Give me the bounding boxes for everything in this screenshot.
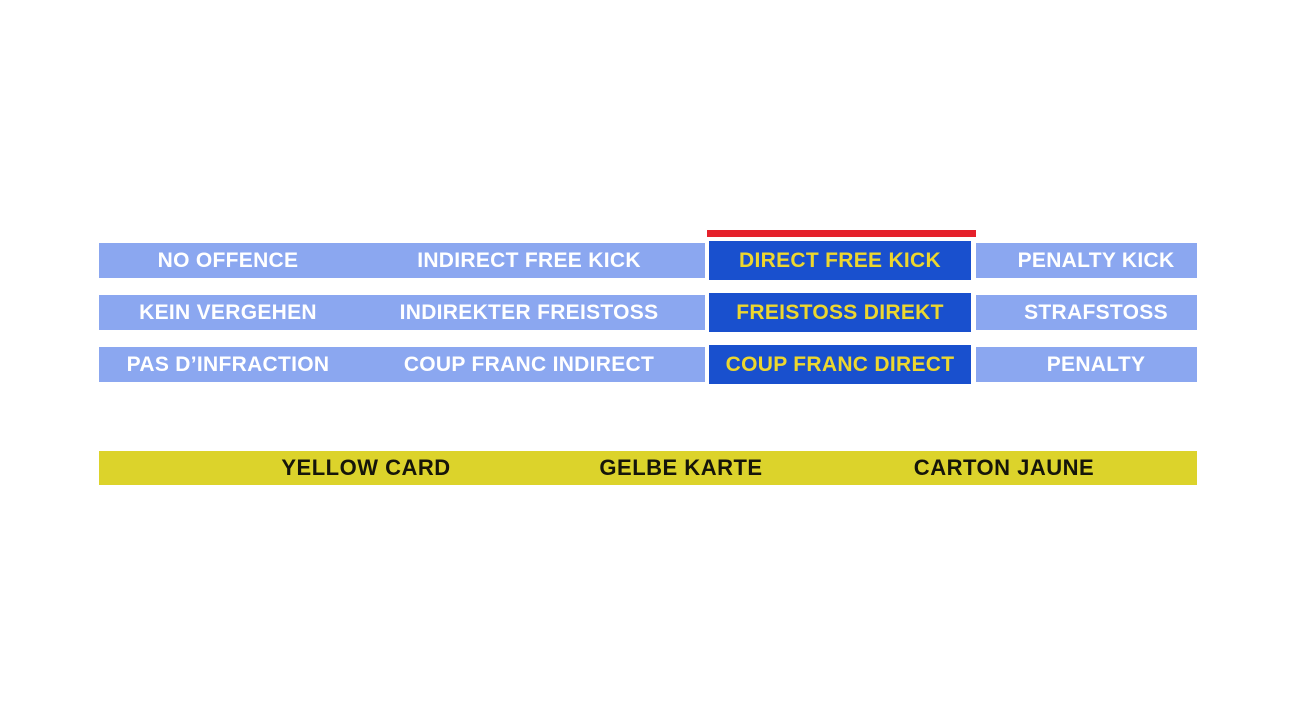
yellow-card-label-english: YELLOW CARD: [281, 455, 451, 480]
selected-cell-highlight[interactable]: [709, 241, 971, 280]
row-bar-right: [976, 295, 1197, 330]
row-bar-right: [976, 347, 1197, 382]
decision-row-french: PAS D’INFRACTION COUP FRANC INDIRECT COU…: [99, 345, 1197, 384]
option-indirect-free-kick[interactable]: INDIRECT FREE KICK: [417, 248, 641, 272]
row-bar-left: [99, 295, 705, 330]
option-direct-free-kick[interactable]: DIRECT FREE KICK: [739, 248, 941, 272]
row-bar-left: [99, 243, 705, 278]
option-no-offence[interactable]: NO OFFENCE: [157, 248, 299, 272]
selected-cell-highlight[interactable]: [709, 293, 971, 332]
option-coup-franc-direct[interactable]: COUP FRANC DIRECT: [725, 352, 955, 376]
option-penalty-kick[interactable]: PENALTY KICK: [1017, 248, 1175, 272]
row-bar-right: [976, 243, 1197, 278]
option-kein-vergehen[interactable]: KEIN VERGEHEN: [139, 300, 317, 324]
decision-row-german: KEIN VERGEHEN INDIREKTER FREISTOSS FREIS…: [99, 293, 1197, 332]
decision-row-english: NO OFFENCE INDIRECT FREE KICK DIRECT FRE…: [99, 241, 1197, 280]
option-penalty[interactable]: PENALTY: [1046, 352, 1146, 376]
yellow-card-bar[interactable]: YELLOW CARD GELBE KARTE CARTON JAUNE: [99, 451, 1197, 485]
option-indirekter-freistoss[interactable]: INDIREKTER FREISTOSS: [399, 300, 659, 324]
option-strafstoss[interactable]: STRAFSTOSS: [1024, 300, 1168, 324]
yellow-card-label-german: GELBE KARTE: [599, 455, 763, 480]
option-coup-franc-indirect[interactable]: COUP FRANC INDIRECT: [403, 352, 655, 376]
option-pas-d-infraction[interactable]: PAS D’INFRACTION: [126, 352, 330, 376]
selected-cell-highlight[interactable]: [709, 345, 971, 384]
selected-column-marker-bar: [707, 230, 976, 237]
row-bar-left: [99, 347, 705, 382]
option-freistoss-direkt[interactable]: FREISTOSS DIREKT: [736, 300, 944, 324]
yellow-card-label-french: CARTON JAUNE: [913, 455, 1095, 480]
